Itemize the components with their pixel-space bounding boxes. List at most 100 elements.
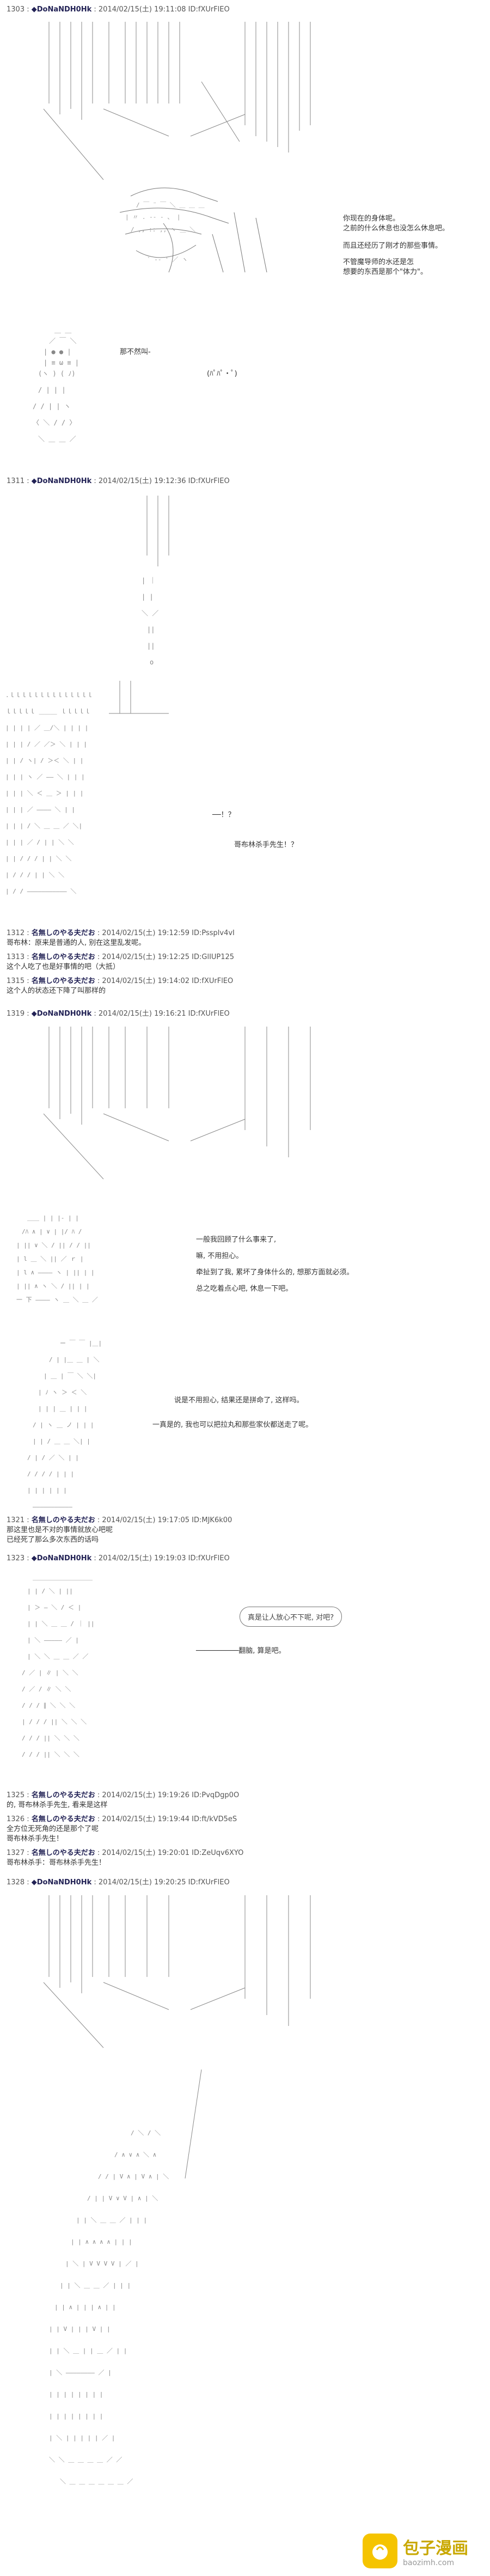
post-id: ID:fXUrFlEO (188, 1878, 230, 1887)
poster-name: 名無しのやる夫だお (31, 953, 95, 961)
svg-text:＼ ＼ ＿ ＿ ＿ ＿ ／ ／: ＼ ＼ ＿ ＿ ＿ ＿ ／ ／ (49, 2456, 122, 2463)
svg-text:o: o (150, 658, 154, 666)
svg-text:/ | / ／ ＼ | |: / | / ／ ＼ | | (27, 1454, 79, 1461)
post-number: 1313 (7, 953, 25, 961)
svg-text:/ / / || ＼ ＼ ＼: / / / || ＼ ＼ ＼ (22, 1735, 79, 1742)
reply-text: 哥布林：原来是普通的人, 别在这里乱发呢。 (7, 939, 146, 947)
svg-text:| ● ● |: | ● ● | (44, 348, 71, 356)
dialog-line: 你现在的身体呢。 (343, 215, 400, 223)
reply-text: 的, 哥布林杀手先生, 看来是这样 (7, 1801, 108, 1809)
svg-text:/ / | V ∧ | V ∧ | ＼: / / | V ∧ | V ∧ | ＼ (98, 2173, 169, 2180)
svg-text:| 〃 . -‐ ‐ 、 |: | 〃 . -‐ ‐ 、 | (125, 213, 180, 221)
post-header-1328: 1328 : ◆DoNaNDH0Hk : 2014/02/15(土) 19:20… (7, 1878, 230, 1887)
ascii-art-9 (38, 1890, 343, 2053)
svg-text:| | / ＼ | ||: | | / ＼ | || (27, 1588, 73, 1595)
svg-text:一 下 ―――― ヽ ＿ ＼ ＿ ／: 一 下 ―――― ヽ ＿ ＼ ＿ ／ (16, 1296, 98, 1303)
svg-text:〈 ＼ / / 〉: 〈 ＼ / / 〉 (33, 419, 76, 426)
svg-text:| || ∧ ヽ ＼ / || | |: | || ∧ ヽ ＼ / || | | (16, 1283, 90, 1290)
post-id: ID:ft/kVD5eS (192, 1815, 237, 1823)
baozi-logo-icon (363, 2534, 397, 2568)
site-watermark: 包子漫画 baozimh.com (363, 2534, 468, 2568)
dialog-line: 牵扯到了我, 累坏了身体什么的, 想那方面就必须。 (196, 1268, 354, 1277)
svg-text:| ﾉ ヽ ＞ ＜ ＼: | ﾉ ヽ ＞ ＜ ＼ (38, 1389, 87, 1396)
post-header-1313: 1313 : 名無しのやる夫だお : 2014/02/15(土) 19:12:2… (7, 953, 235, 961)
poster-name: 名無しのやる夫だお (31, 1815, 95, 1823)
dialog-line: 总之吃着点心吧, 休息一下吧。 (196, 1285, 293, 1293)
reply-text: 全方位无死角的还是那个了呢 (7, 1825, 99, 1833)
post-header-1311: 1311 : ◆DoNaNDH0Hk : 2014/02/15(土) 19:12… (7, 477, 230, 485)
svg-text:| | | ／ / | | ＼ ＼: | | | ／ / | | ＼ ＼ (5, 839, 74, 846)
svg-text:| | | | ／ ＿/＼ | | | |: | | | | ／ ＿/＼ | | | | (5, 724, 88, 731)
svg-text:| | | ／ ―――― ＼ | |: | | | ／ ―――― ＼ | | (5, 806, 75, 813)
reply-text: 哥布林杀手：哥布林杀手先生！ (7, 1859, 106, 1867)
svg-text:＿＿＿＿＿＿＿＿＿＿: ＿＿＿＿＿＿＿＿＿＿ (33, 1574, 93, 1581)
svg-text:| |: | | (142, 593, 154, 601)
svg-text:||: || (147, 626, 155, 633)
dialog-line: 那不然叫- (120, 348, 151, 356)
post-id: ID:GlIUP125 (192, 953, 235, 961)
post-number: 1319 (7, 1010, 25, 1018)
ascii-art-8: ＿＿＿＿＿＿＿＿＿＿ | | / ＼ | || | ＞ ― ＼ / ＜ | | … (22, 1568, 196, 1775)
svg-text:.ｌｌｌｌｌｌｌｌｌｌｌｌｌｌ: .ｌｌｌｌｌｌｌｌｌｌｌｌｌｌ (5, 692, 93, 699)
svg-text:/ﾊ ∧ | ∨ | |/ ﾊ /: /ﾊ ∧ | ∨ | |/ ﾊ / (22, 1228, 82, 1235)
svg-text:/ / / ∥ ＼ ＼ ＼: / / / ∥ ＼ ＼ ＼ (22, 1702, 75, 1709)
svg-text:| ＿ | ￣ ＼ ＼|: | ＿ | ￣ ＼ ＼| (44, 1372, 96, 1379)
post-date: 2014/02/15(土) 19:14:02 (102, 977, 190, 985)
poster-name: ◆DoNaNDH0Hk (31, 477, 92, 485)
dialog-line: 而且还经历了刚才的那些事情。 (343, 242, 443, 250)
post-id: ID:MJK6k00 (192, 1516, 232, 1524)
post-number: 1315 (7, 977, 25, 985)
post-id: ID:fXUrFlEO (188, 5, 230, 14)
svg-text:ー ￣ ￣ |＿|: ー ￣ ￣ |＿| (60, 1339, 102, 1347)
svg-text:| | | | | | | |: | | | | | | | | (49, 2391, 103, 2398)
poster-name: ◆DoNaNDH0Hk (31, 5, 92, 14)
svg-text:| / / ――――――――――― ＼: | / / ――――――――――― ＼ (5, 888, 76, 895)
poster-name: 名無しのやる夫だお (31, 977, 95, 985)
reply-text: 已经死了那么多次东西的话吗 (7, 1536, 99, 1544)
post-id: ID:ZeUqv6XYO (192, 1849, 244, 1857)
post-number: 1323 (7, 1554, 25, 1562)
post-id: ID:fXUrFlEO (188, 477, 230, 485)
ascii-art-6: ＿＿ | | |‐ | | /ﾊ ∧ | ∨ | |/ ﾊ / | || ∨ ＼… (16, 1209, 191, 1318)
post-date: 2014/02/15(土) 19:19:26 (102, 1791, 190, 1799)
ascii-art-4: .ｌｌｌｌｌｌｌｌｌｌｌｌｌｌ ｌｌｌｌｌ ＿＿＿ ｌｌｌｌｌ | | | | … (5, 681, 201, 909)
svg-text:| ＼ | | | | | ／ |: | ＼ | | | | | ／ | (49, 2434, 115, 2441)
post-date: 2014/02/15(土) 19:19:03 (98, 1554, 186, 1562)
post-number: 1311 (7, 477, 25, 485)
svg-text:／ ￣ ＼: ／ ￣ ＼ (49, 337, 76, 345)
dialog-line: 不管魔导师的水还是怎 (343, 258, 414, 266)
reply-text: 这个人的状态还下降了叫那样的 (7, 987, 106, 995)
svg-text:/ / | | ヽ: / / | | ヽ (33, 402, 71, 410)
post-header-1323: 1323 : ◆DoNaNDH0Hk : 2014/02/15(土) 19:19… (7, 1554, 230, 1562)
dialog-line: ──！？ (212, 811, 235, 819)
post-date: 2014/02/15(土) 19:20:25 (98, 1878, 186, 1887)
dialog-line: (ﾊﾟﾊﾟ・ﾟ) (207, 370, 237, 378)
svg-text:＼ ／: ＼ ／ (142, 609, 158, 617)
svg-text:| | | ヽ ／ ―― ＼ | | |: | | | ヽ ／ ―― ＼ | | | (5, 773, 85, 780)
post-date: 2014/02/15(土) 19:20:01 (102, 1849, 190, 1857)
post-number: 1312 (7, 929, 25, 937)
poster-name: ◆DoNaNDH0Hk (31, 1010, 92, 1018)
svg-text:| | V | | | V | |: | | V | | | V | | (49, 2325, 111, 2333)
post-header-1327: 1327 : 名無しのやる夫だお : 2014/02/15(土) 19:20:0… (7, 1849, 244, 1857)
svg-text:| | | | | |: | | | | | | (27, 1487, 67, 1494)
post-date: 2014/02/15(土) 19:12:36 (98, 477, 186, 485)
svg-text:/ / / / | | |: / / / / | | | (27, 1470, 74, 1478)
ascii-art-5 (38, 1021, 343, 1185)
post-header-1319: 1319 : ◆DoNaNDH0Hk : 2014/02/15(土) 19:16… (7, 1010, 230, 1018)
dialog-line: 想要的东西是那个"体力"。 (343, 268, 427, 276)
ascii-art-2: ＿ ＿／ ￣ ＼ | ● ● || ≡ ω ≡ | (ヽ ) ( ﾉ)/ | |… (33, 321, 142, 463)
svg-text:―――――――――――: ――――――――――― (33, 1503, 72, 1510)
post-number: 1327 (7, 1849, 25, 1857)
aa-lines: / ￣ ¨ ￣ ＼ ＿ ＿ ＿ | 〃 . -‐ ‐ 、 | / ,, :: ,… (43, 22, 311, 273)
svg-text:/ | ヽ ＿ ノ | | |: / | ヽ ＿ ノ | | | (33, 1421, 94, 1429)
post-number: 1321 (7, 1516, 25, 1524)
svg-text:＿ ＿: ＿ ＿ (54, 326, 71, 334)
svg-text:/ | |＿ ＿ | ＼: / | |＿ ＿ | ＼ (49, 1356, 100, 1363)
svg-text:(ヽ ) ( ﾉ): (ヽ ) ( ﾉ) (38, 370, 76, 377)
post-number: 1328 (7, 1878, 25, 1887)
svg-text:| ＼ | V V V V | ／ |: | ＼ | V V V V | ／ | (65, 2260, 139, 2267)
svg-text:| ＼ ＼ ＿ ＿ ／ ／: | ＼ ＼ ＿ ＿ ／ ／ (27, 1653, 88, 1660)
svg-text:||: || (147, 642, 155, 650)
svg-text:/ ,, :: ,, ヽ ＿ ＼: / ,, :: ,, ヽ ＿ ＼ (131, 226, 195, 233)
